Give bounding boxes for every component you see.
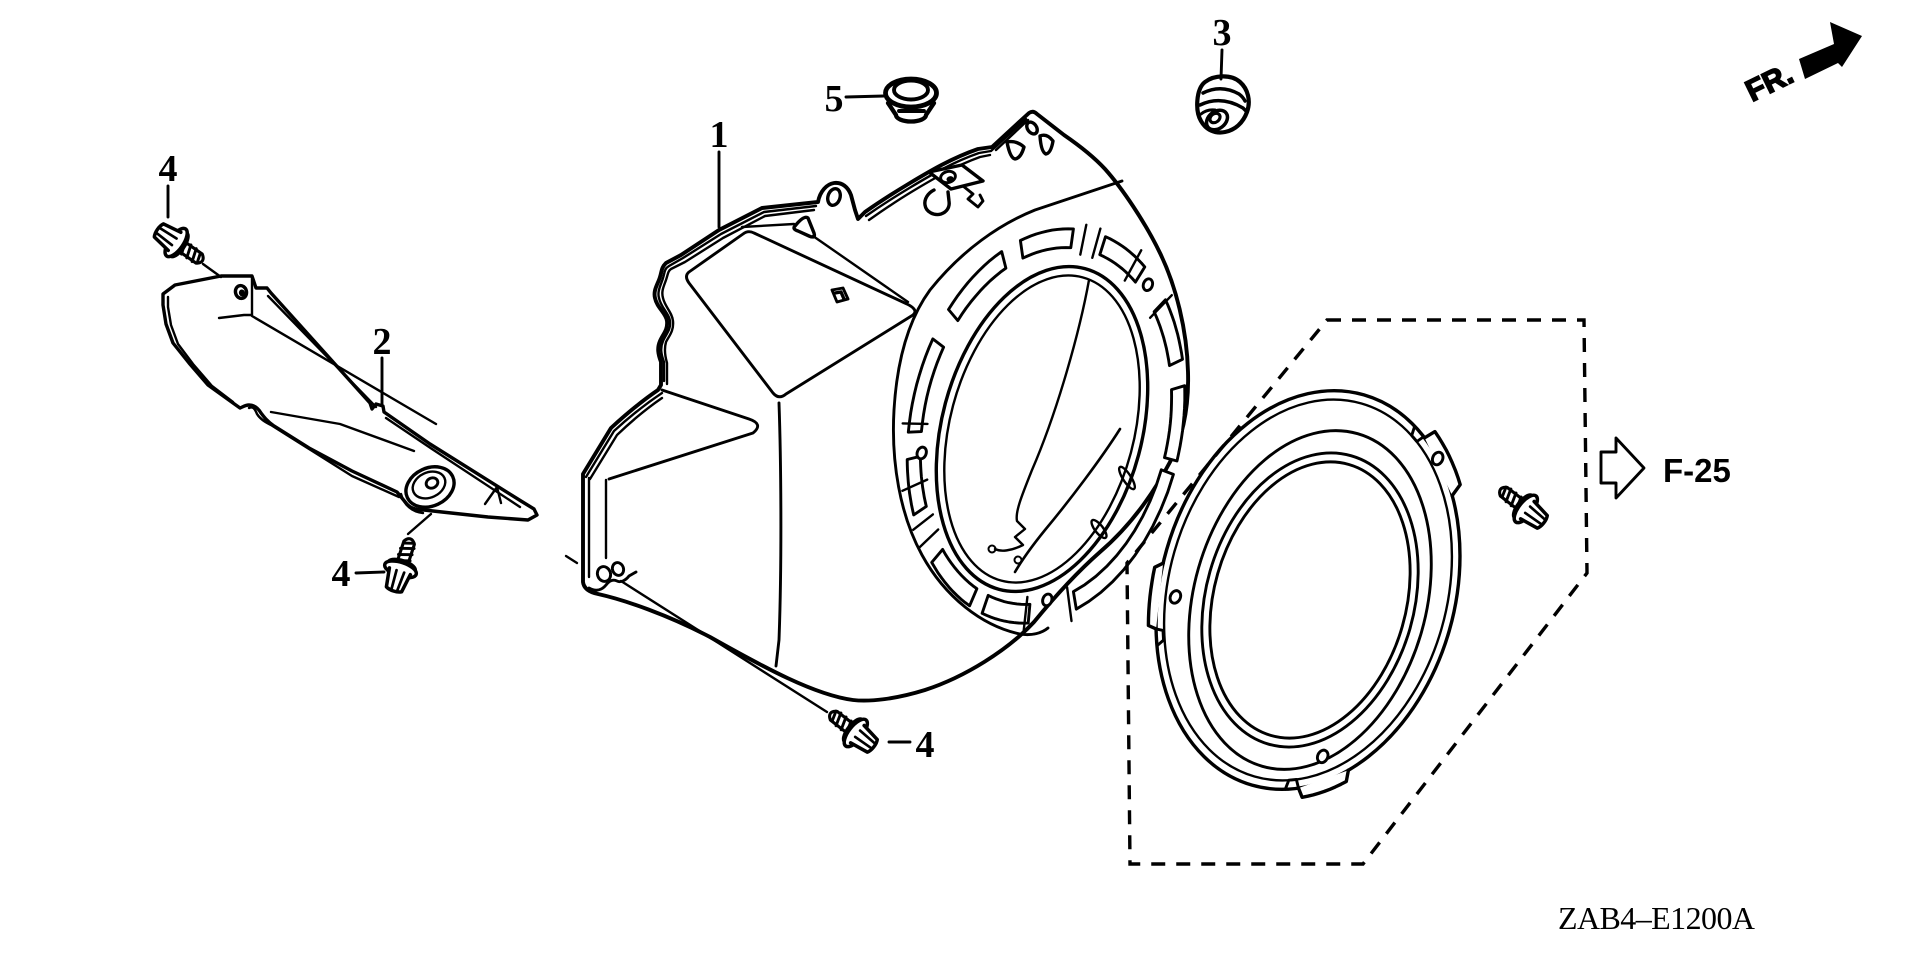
svg-text:1: 1 <box>710 114 729 156</box>
svg-text:2: 2 <box>373 321 392 363</box>
svg-text:4: 4 <box>159 148 178 190</box>
svg-text:4: 4 <box>916 724 935 766</box>
svg-text:ZAB4–E1200A: ZAB4–E1200A <box>1558 900 1755 936</box>
svg-text:4: 4 <box>332 553 351 595</box>
svg-text:3: 3 <box>1213 12 1232 54</box>
svg-text:F-25: F-25 <box>1663 452 1731 489</box>
svg-text:5: 5 <box>825 78 844 120</box>
